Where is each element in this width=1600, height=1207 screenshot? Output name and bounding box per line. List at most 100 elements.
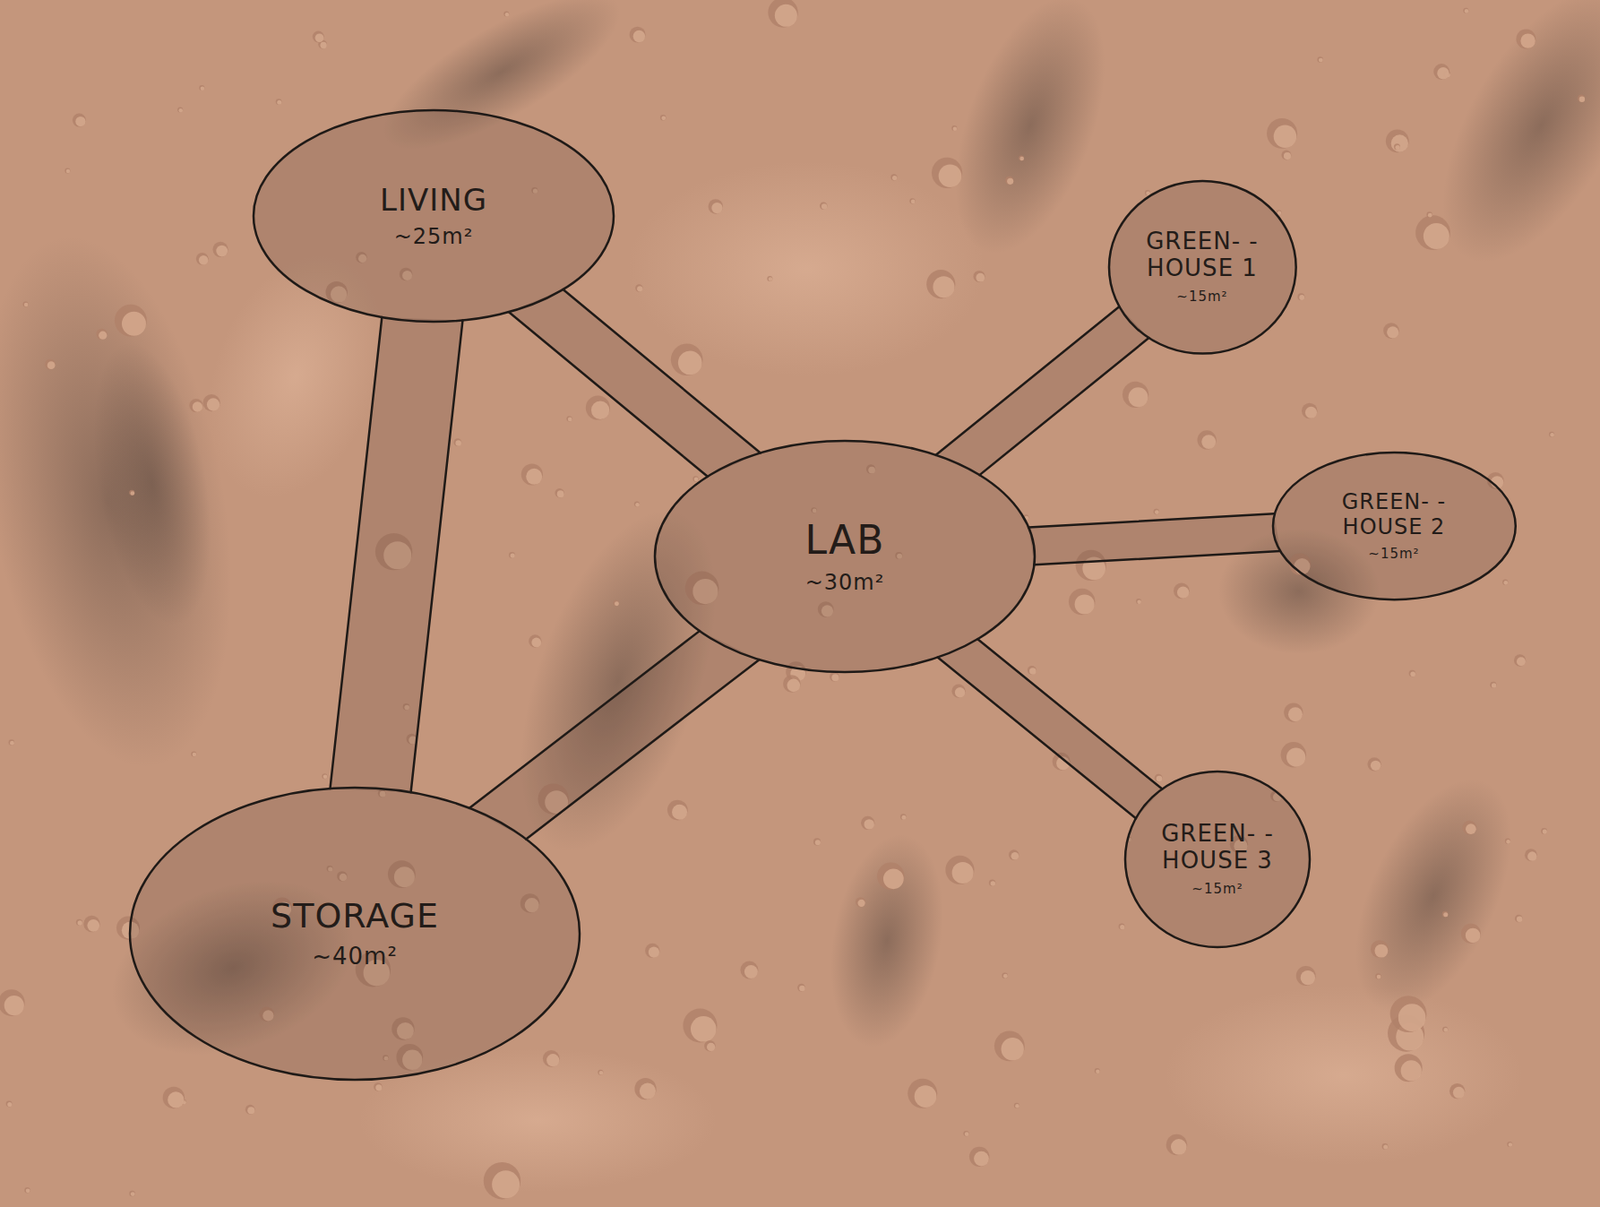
crater [969,1146,990,1167]
corridor [469,630,760,839]
crater [312,31,325,44]
crater [275,98,283,105]
crater [629,26,646,44]
module-area: ~15m² [1140,289,1265,305]
crater [682,1007,717,1042]
crater [1122,381,1149,408]
module-label: GREEN- -HOUSE 3 ~15m² [1156,820,1280,897]
crater [1281,741,1307,767]
crater [198,85,205,91]
corridor-floor [936,306,1150,475]
crater [1415,215,1451,250]
corridor-floor [330,317,464,792]
module-area: ~30m² [720,570,970,596]
corridor-wall [508,311,708,477]
corridor [937,638,1163,818]
crater [190,750,197,757]
crater [951,125,957,131]
crater [1409,670,1417,678]
crater [1153,508,1160,515]
crater [196,252,209,266]
crater [782,674,801,693]
crater [907,1078,938,1109]
crater [767,0,798,28]
habitat-module: GREEN- -HOUSE 1 ~15m² [1107,179,1299,356]
crater [635,283,643,292]
module-label: GREEN- -HOUSE 2~15m² [1316,490,1472,562]
corridor [1028,513,1281,565]
terrain-ridge [1402,0,1600,293]
crater [1382,1143,1389,1150]
corridor-wall [563,289,761,453]
crater [1489,681,1497,689]
crater [890,173,897,181]
crater [704,1040,715,1051]
habitat-module: LAB ~30m² [653,438,1037,674]
terrain-ridge [1164,985,1523,1165]
crater [1281,150,1291,161]
crater [1301,403,1317,419]
corridor-floor [469,630,760,839]
module-name: LIVING [315,182,552,218]
crater [1540,827,1548,835]
crater [1367,756,1381,771]
crater [963,1130,969,1136]
crater [95,328,107,340]
module-name: GREEN- -HOUSE 1 [1140,228,1265,283]
crater [1266,118,1298,149]
crater [1433,63,1450,80]
crater [1027,665,1037,675]
crater [1426,211,1432,217]
crater [634,1077,656,1100]
habitat-module: LIVING ~25m² [251,108,616,324]
crater [585,395,611,420]
crater [1515,28,1536,49]
crater [177,107,183,113]
crater [708,198,723,214]
crater [1375,972,1381,979]
crater [521,463,543,485]
crater [1394,1053,1423,1082]
module-name: GREEN- -HOUSE 3 [1156,820,1280,875]
crater [129,490,135,496]
crater [483,1161,521,1199]
corridor-floor [937,638,1163,818]
corridor-wall [977,638,1162,789]
crater [1524,848,1538,861]
crater [1383,322,1400,339]
module-area: ~15m² [1156,881,1280,897]
crater [900,813,907,820]
crater [1154,774,1163,783]
crater [1370,939,1389,958]
crater [566,415,572,422]
crater [212,241,228,258]
crater [83,915,100,932]
crater [1513,653,1526,666]
module-area: ~25m² [315,224,552,250]
crater [163,1086,185,1109]
crater [44,359,56,370]
crater [855,896,866,907]
module-name: LAB [720,517,970,564]
module-label: LAB ~30m² [720,517,970,595]
crater [797,983,806,992]
crater [1068,588,1095,615]
corridor-wall [525,659,759,839]
module-name: STORAGE [207,896,503,937]
crater [1283,702,1303,722]
terrain-ridge [0,216,269,787]
crater [453,438,462,447]
crater [23,301,29,307]
crater [373,1082,382,1091]
crater [554,488,564,498]
corridor-wall [330,317,383,789]
crater [877,862,904,890]
corridor-wall [469,630,700,809]
module-name: GREEN- -HOUSE 2 [1316,490,1472,540]
crater [1502,579,1508,585]
corridor-floor [1028,513,1281,565]
crater [692,475,698,482]
corridor-wall [979,337,1149,475]
crater [645,943,660,958]
terrain-ridge [627,161,986,377]
